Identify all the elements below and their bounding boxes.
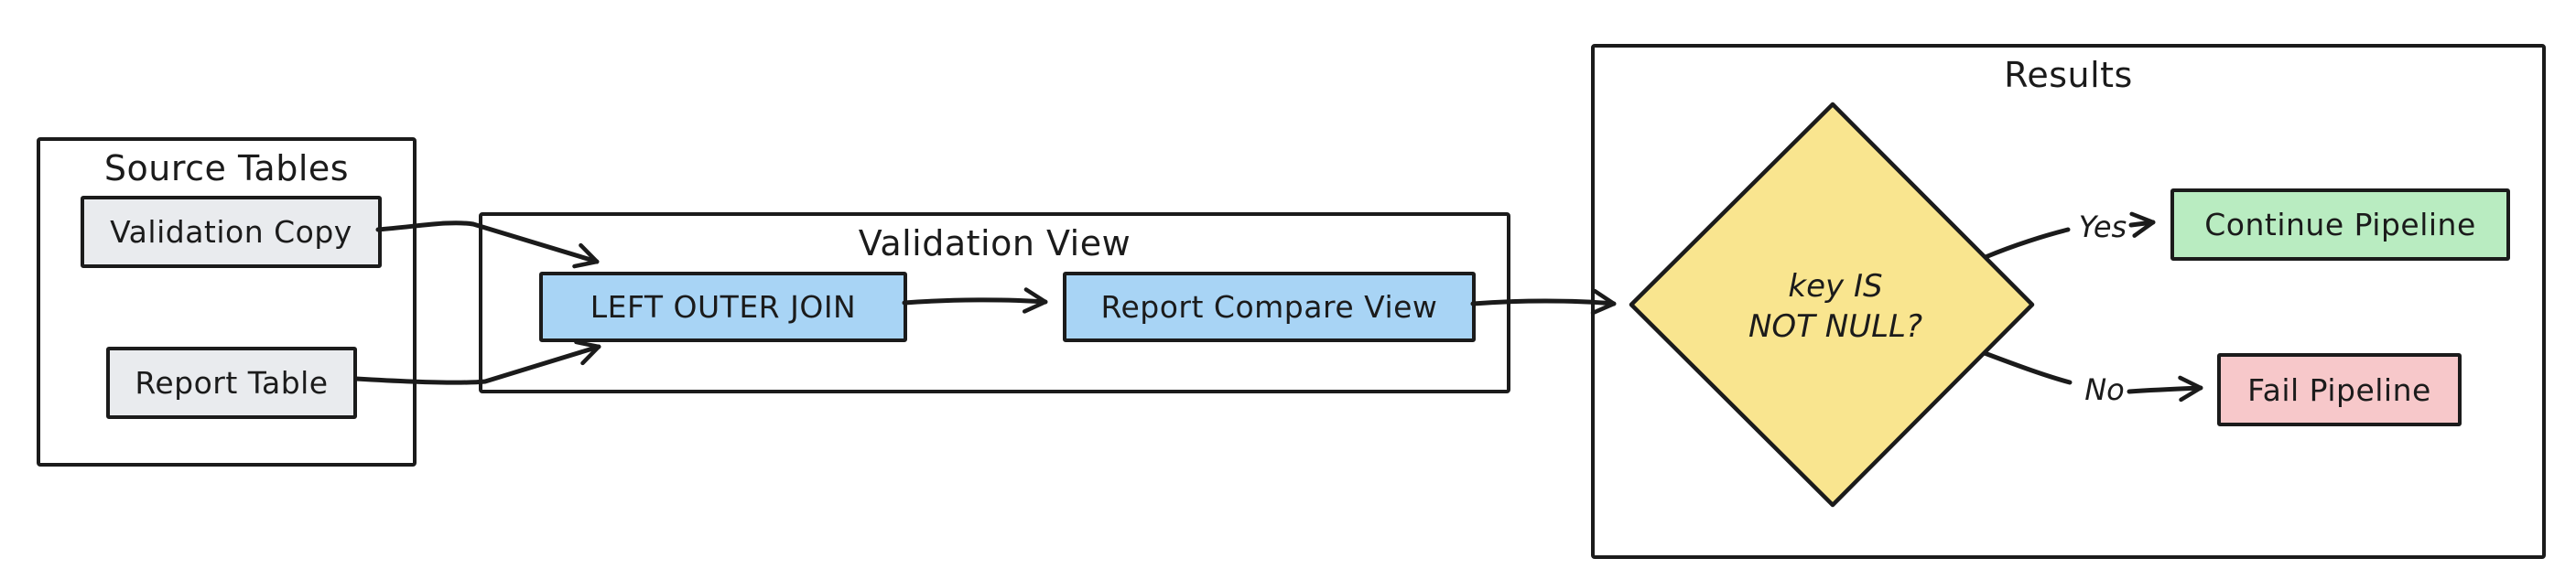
node-label-fail-pipeline: Fail Pipeline [2247, 371, 2431, 408]
node-continue-pipeline: Continue Pipeline [2170, 188, 2510, 261]
node-label-left-outer-join: LEFT OUTER JOIN [590, 289, 857, 325]
node-fail-pipeline: Fail Pipeline [2217, 353, 2462, 426]
group-title-results: Results [2004, 55, 2133, 95]
node-label-report-compare-view: Report Compare View [1100, 289, 1438, 325]
node-report-compare-view: Report Compare View [1063, 272, 1476, 342]
decision-diamond-label: key IS NOT NULL? [1698, 266, 1973, 347]
group-validation-view: Validation View LEFT OUTER JOIN Report C… [479, 212, 1510, 393]
group-results: Results key IS NOT NULL? Yes No Continue… [1591, 44, 2546, 559]
node-label-continue-pipeline: Continue Pipeline [2204, 207, 2476, 242]
node-label-report-table: Report Table [135, 365, 329, 401]
group-title-source-tables: Source Tables [103, 148, 350, 188]
group-source-tables: Source Tables Validation Copy Report Tab… [37, 137, 417, 467]
decision-label-line1: key IS [1788, 268, 1883, 305]
node-label-validation-copy: Validation Copy [110, 214, 352, 250]
decision-label-line2: NOT NULL? [1748, 308, 1923, 345]
node-left-outer-join: LEFT OUTER JOIN [539, 272, 907, 342]
edge-label-yes: Yes [2078, 209, 2127, 244]
node-validation-copy: Validation Copy [81, 196, 382, 268]
node-report-table: Report Table [106, 347, 357, 419]
group-title-validation-view: Validation View [858, 223, 1131, 263]
edge-label-no: No [2084, 372, 2125, 407]
